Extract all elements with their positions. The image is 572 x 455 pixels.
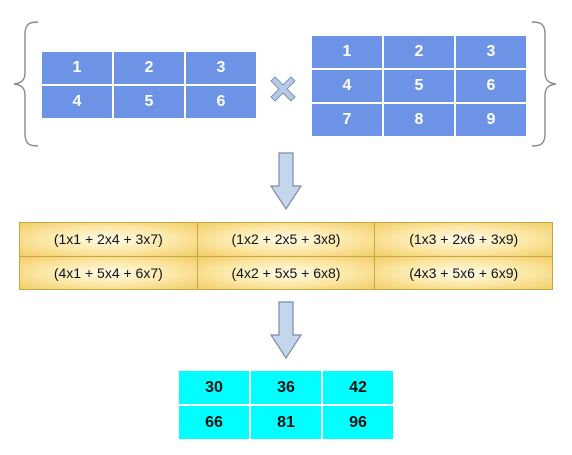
left-curly-brace-icon (13, 21, 39, 147)
expanded-cell: (4x2 + 5x5 + 6x8) (197, 256, 375, 289)
down-arrow-icon (270, 301, 302, 359)
matrix-b-cell: 7 (312, 104, 382, 136)
result-cell: 30 (179, 371, 249, 404)
expanded-cell: (1x3 + 2x6 + 3x9) (375, 223, 552, 256)
matrix-b-cell: 9 (456, 104, 526, 136)
matrix-b: 1 2 3 4 5 6 7 8 9 (312, 36, 526, 136)
multiply-icon (270, 76, 296, 102)
right-curly-brace-icon (531, 21, 557, 147)
matrix-a-cell: 2 (114, 52, 184, 84)
matrix-a-cell: 5 (114, 86, 184, 118)
matrix-b-cell: 4 (312, 70, 382, 102)
matrix-b-cell: 6 (456, 70, 526, 102)
matrix-a-cell: 6 (186, 86, 256, 118)
expanded-cell: (1x2 + 2x5 + 3x8) (197, 223, 375, 256)
matrix-b-cell: 5 (384, 70, 454, 102)
expanded-product-matrix: (1x1 + 2x4 + 3x7) (1x2 + 2x5 + 3x8) (1x3… (19, 222, 553, 290)
down-arrow-icon (270, 152, 302, 210)
expanded-cell: (1x1 + 2x4 + 3x7) (20, 223, 197, 256)
result-cell: 36 (251, 371, 321, 404)
matrix-a: 1 2 3 4 5 6 (42, 52, 256, 118)
matrix-a-cell: 3 (186, 52, 256, 84)
expanded-cell: (4x3 + 5x6 + 6x9) (375, 256, 552, 289)
result-cell: 96 (323, 406, 393, 439)
result-cell: 66 (179, 406, 249, 439)
result-matrix: 30 36 42 66 81 96 (179, 371, 393, 439)
matrix-b-cell: 1 (312, 36, 382, 68)
matrix-a-cell: 1 (42, 52, 112, 84)
matrix-b-cell: 8 (384, 104, 454, 136)
matrix-b-cell: 2 (384, 36, 454, 68)
result-cell: 81 (251, 406, 321, 439)
result-cell: 42 (323, 371, 393, 404)
matrix-b-cell: 3 (456, 36, 526, 68)
matrix-a-cell: 4 (42, 86, 112, 118)
expanded-cell: (4x1 + 5x4 + 6x7) (20, 256, 197, 289)
